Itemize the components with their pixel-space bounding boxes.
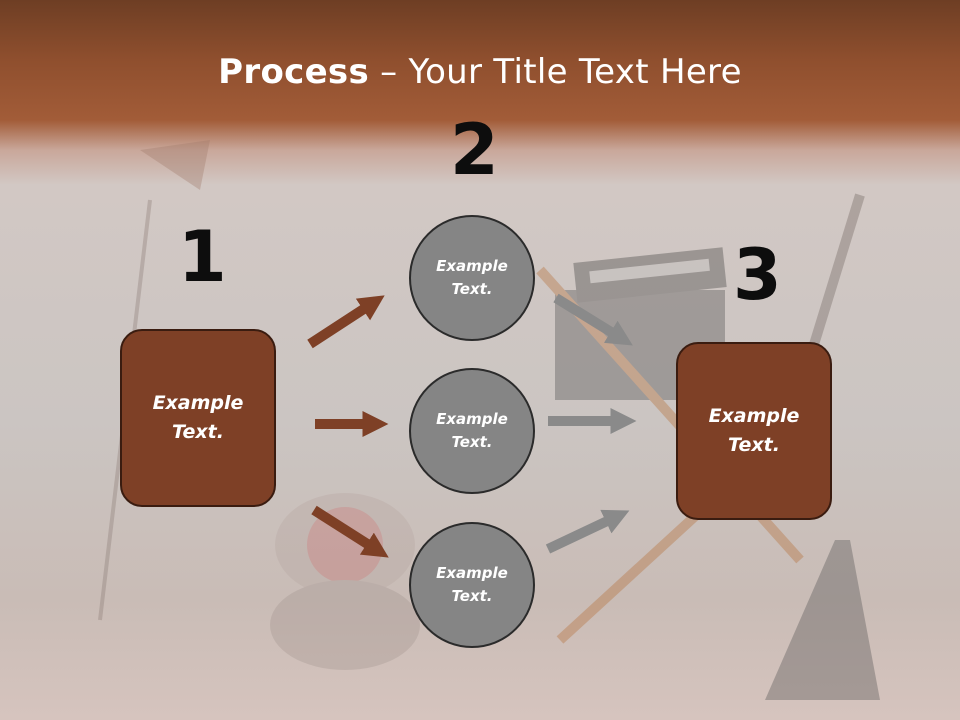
step-3-box[interactable]: Example Text. bbox=[676, 342, 832, 520]
slide-title: Process – Your Title Text Here bbox=[0, 52, 960, 92]
step-number-1: 1 bbox=[178, 216, 227, 298]
step-3-box-text: Example Text. bbox=[708, 405, 800, 456]
arrow-bottom-to-box bbox=[545, 509, 630, 554]
step-2-circle-top[interactable]: Example Text. bbox=[409, 215, 535, 341]
step-1-box-text: Example Text. bbox=[152, 392, 244, 443]
circle-bottom-text: Example Text. bbox=[436, 564, 508, 605]
arrow-top-to-box bbox=[553, 293, 633, 346]
step-number-3: 3 bbox=[733, 234, 782, 316]
arrow-to-top-circle bbox=[307, 295, 385, 349]
step-1-box[interactable]: Example Text. bbox=[120, 329, 276, 507]
circle-middle-text: Example Text. bbox=[436, 410, 508, 451]
step-2-circle-bottom[interactable]: Example Text. bbox=[409, 522, 535, 648]
circle-top-text: Example Text. bbox=[436, 257, 508, 298]
title-rest: – Your Title Text Here bbox=[369, 52, 742, 92]
step-2-circle-middle[interactable]: Example Text. bbox=[409, 368, 535, 494]
title-bold: Process bbox=[218, 52, 370, 92]
step-number-2: 2 bbox=[450, 109, 499, 191]
arrow-to-bottom-circle bbox=[311, 505, 389, 558]
